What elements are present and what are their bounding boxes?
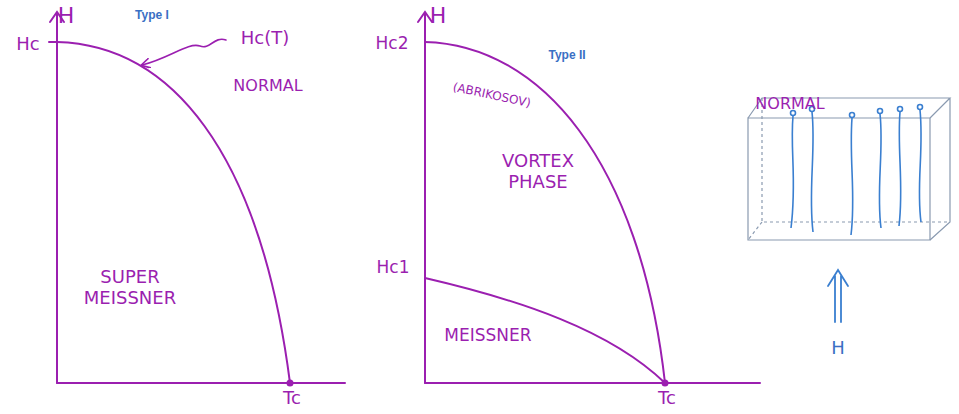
axis-value: Hc1 — [377, 258, 410, 278]
vortex-end — [878, 109, 883, 114]
sample-box — [748, 98, 950, 240]
axis-value: Hc2 — [376, 34, 409, 54]
axis-value: Tc — [283, 388, 301, 409]
axis-label: H — [430, 3, 447, 28]
plot-title: Type II — [548, 49, 585, 63]
vortex-line — [791, 116, 794, 228]
vortex-line — [851, 118, 853, 235]
region-label: SUPER MEISSNER — [70, 267, 190, 308]
t-axis — [57, 382, 345, 384]
vortex-line — [879, 114, 881, 228]
tc-dot — [663, 381, 668, 386]
field-arrow — [828, 270, 848, 322]
vortex-end — [918, 105, 923, 110]
axis-value: Tc — [658, 388, 676, 409]
t-axis — [425, 382, 760, 384]
h-axis — [56, 14, 58, 383]
h-axis — [424, 14, 426, 383]
hc2-curve — [425, 42, 665, 383]
vortex-end — [898, 107, 903, 112]
region-label: MEISSNER — [444, 326, 531, 346]
region-label: (ABRIKOSOV) — [452, 81, 533, 111]
region-label: VORTEX PHASE — [488, 151, 588, 192]
plot-title: Type I — [135, 9, 169, 23]
curve-label: Hc(T) — [241, 28, 289, 49]
vortex-line — [919, 110, 921, 222]
vortex-end — [850, 113, 855, 118]
axis-value: Hc — [16, 34, 39, 55]
vortex-line — [899, 112, 901, 226]
region-label: NORMAL — [755, 95, 824, 113]
tc-dot — [288, 381, 293, 386]
tick — [49, 41, 57, 43]
hidden-edge — [748, 98, 950, 240]
region-label: NORMAL — [233, 77, 302, 95]
axis-label: H — [831, 338, 845, 359]
axis-label: H — [58, 3, 75, 28]
vortex-line — [811, 112, 813, 232]
hc1-curve — [425, 278, 665, 383]
leader-line — [142, 39, 226, 65]
